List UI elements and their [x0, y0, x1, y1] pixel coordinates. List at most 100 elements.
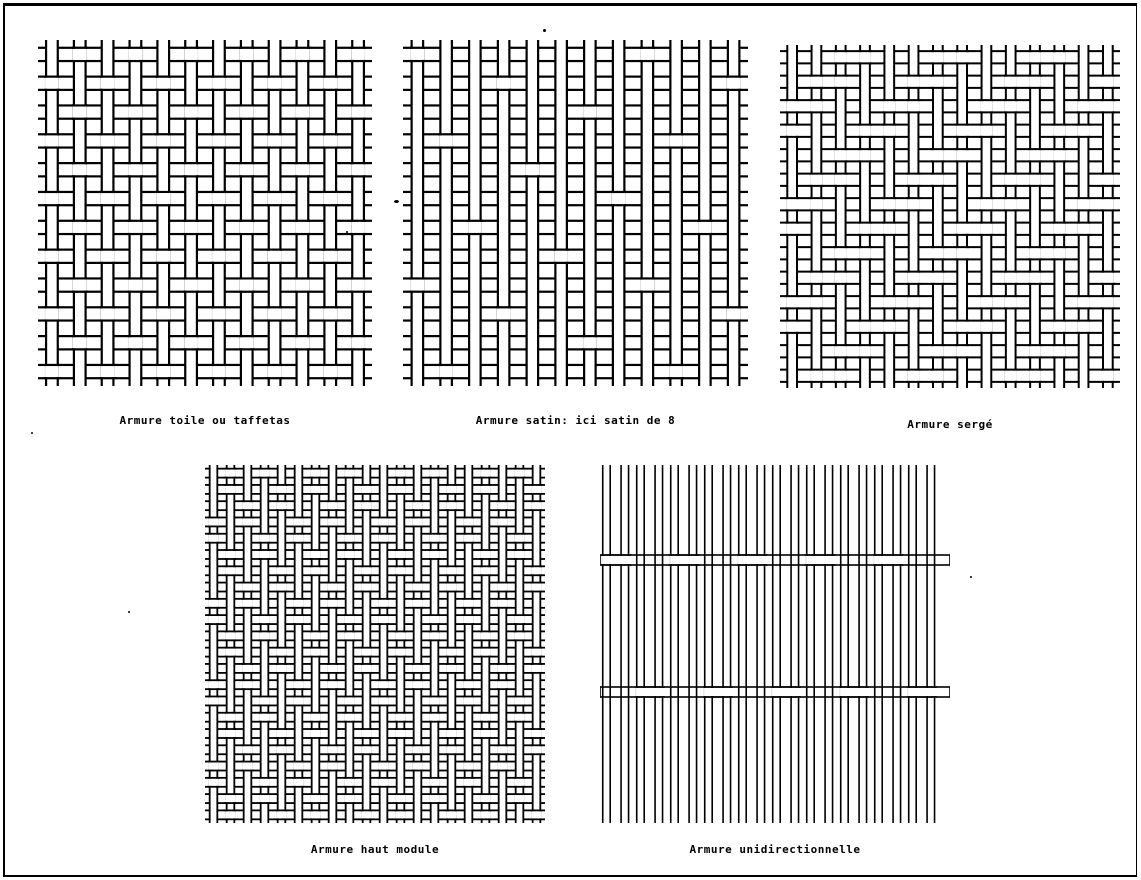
weft-thread [38, 336, 372, 349]
weft-crossing [296, 49, 310, 60]
weft-crossing [209, 779, 219, 786]
weft-crossing [328, 665, 338, 672]
weft-crossing [129, 280, 143, 291]
weft-crossing [811, 273, 823, 283]
warp-thread [213, 40, 225, 386]
warp-thread [482, 465, 490, 823]
weft-crossing [73, 164, 87, 175]
weft-crossing [835, 150, 847, 160]
weft-crossing [226, 486, 236, 493]
weft-crossing [396, 486, 406, 493]
weft-crossing [498, 600, 508, 607]
weft-crossing [498, 502, 508, 509]
weft-crossing [268, 308, 282, 319]
weft-crossing [156, 135, 170, 146]
warp-thread [363, 465, 371, 823]
weft-crossing [345, 714, 355, 721]
weft-crossing [1102, 273, 1114, 283]
weft-crossing [413, 746, 423, 753]
weft-thread [38, 48, 372, 61]
warp-thread [1103, 45, 1113, 388]
weft-crossing [786, 224, 798, 234]
unidirectional-weave-caption: Armure unidirectionnelle [600, 843, 950, 856]
weft-crossing [294, 762, 304, 769]
weft-crossing [641, 49, 655, 60]
weft-crossing [1053, 150, 1065, 160]
weft-crossing [379, 762, 389, 769]
weft-crossing [1053, 224, 1065, 234]
weft-thread [205, 794, 545, 803]
weft-crossing [209, 535, 219, 542]
weft-crossing [874, 556, 902, 564]
weft-crossing [345, 697, 355, 704]
weft-crossing [981, 199, 993, 209]
weft-crossing [481, 730, 491, 737]
weft-crossing [156, 251, 170, 262]
weft-crossing [277, 567, 287, 574]
weft-crossing [481, 811, 491, 818]
weft-thread [205, 729, 545, 738]
weft-crossing [811, 101, 823, 111]
weft-crossing [883, 101, 895, 111]
warp-thread [498, 40, 510, 386]
weft-crossing [981, 322, 993, 332]
weft-crossing [532, 811, 542, 818]
weft-crossing [515, 616, 525, 623]
warp-thread [584, 40, 596, 386]
weft-crossing [669, 135, 683, 146]
warp-thread [884, 45, 894, 388]
scan-speck [31, 432, 33, 434]
weft-crossing [1078, 199, 1090, 209]
weft-crossing [294, 535, 304, 542]
weft-crossing [1102, 77, 1114, 87]
warp-thread [527, 40, 539, 386]
weft-crossing [532, 649, 542, 656]
weft-crossing [498, 762, 508, 769]
weft-crossing [101, 193, 115, 204]
weft-crossing [379, 518, 389, 525]
warp-thread [982, 45, 992, 388]
weft-crossing [1005, 371, 1017, 381]
weft-thread [205, 664, 545, 673]
weft-crossing [932, 346, 944, 356]
weft-thread [403, 250, 748, 263]
weft-thread [205, 680, 545, 689]
warp-threads [46, 40, 364, 386]
plain-weave-diagram [38, 40, 372, 386]
weft-crossing [212, 193, 226, 204]
weft-crossing [362, 583, 372, 590]
weft-crossing [464, 697, 474, 704]
warp-thread [312, 465, 320, 823]
weft-crossing [184, 337, 198, 348]
weft-crossing [811, 175, 823, 185]
weft-crossing [311, 486, 321, 493]
weft-crossing [323, 193, 337, 204]
weft-crossing [956, 322, 968, 332]
warp-thread [397, 465, 405, 823]
weft-crossing [1078, 322, 1090, 332]
warp-thread [46, 40, 58, 386]
weft-crossing [328, 502, 338, 509]
weft-crossing [45, 251, 59, 262]
scan-speck [394, 200, 399, 203]
weft-crossing [515, 470, 525, 477]
weft-crossing [277, 583, 287, 590]
weft-crossing [226, 551, 236, 558]
weft-thread [205, 810, 545, 819]
weft-crossing [956, 346, 968, 356]
weft-crossing [835, 77, 847, 87]
weft-crossing [345, 470, 355, 477]
weft-crossing [311, 551, 321, 558]
weft-crossing [1078, 101, 1090, 111]
weft-crossing [981, 224, 993, 234]
weft-crossing [45, 135, 59, 146]
weft-crossing [727, 78, 741, 89]
warp-thread [269, 40, 281, 386]
weft-crossing [447, 649, 457, 656]
weft-crossing [481, 567, 491, 574]
weft-crossing [311, 714, 321, 721]
scan-speck [543, 29, 546, 32]
weft-thread [205, 696, 545, 705]
weft-thread [403, 134, 748, 147]
weft-crossing [413, 665, 423, 672]
